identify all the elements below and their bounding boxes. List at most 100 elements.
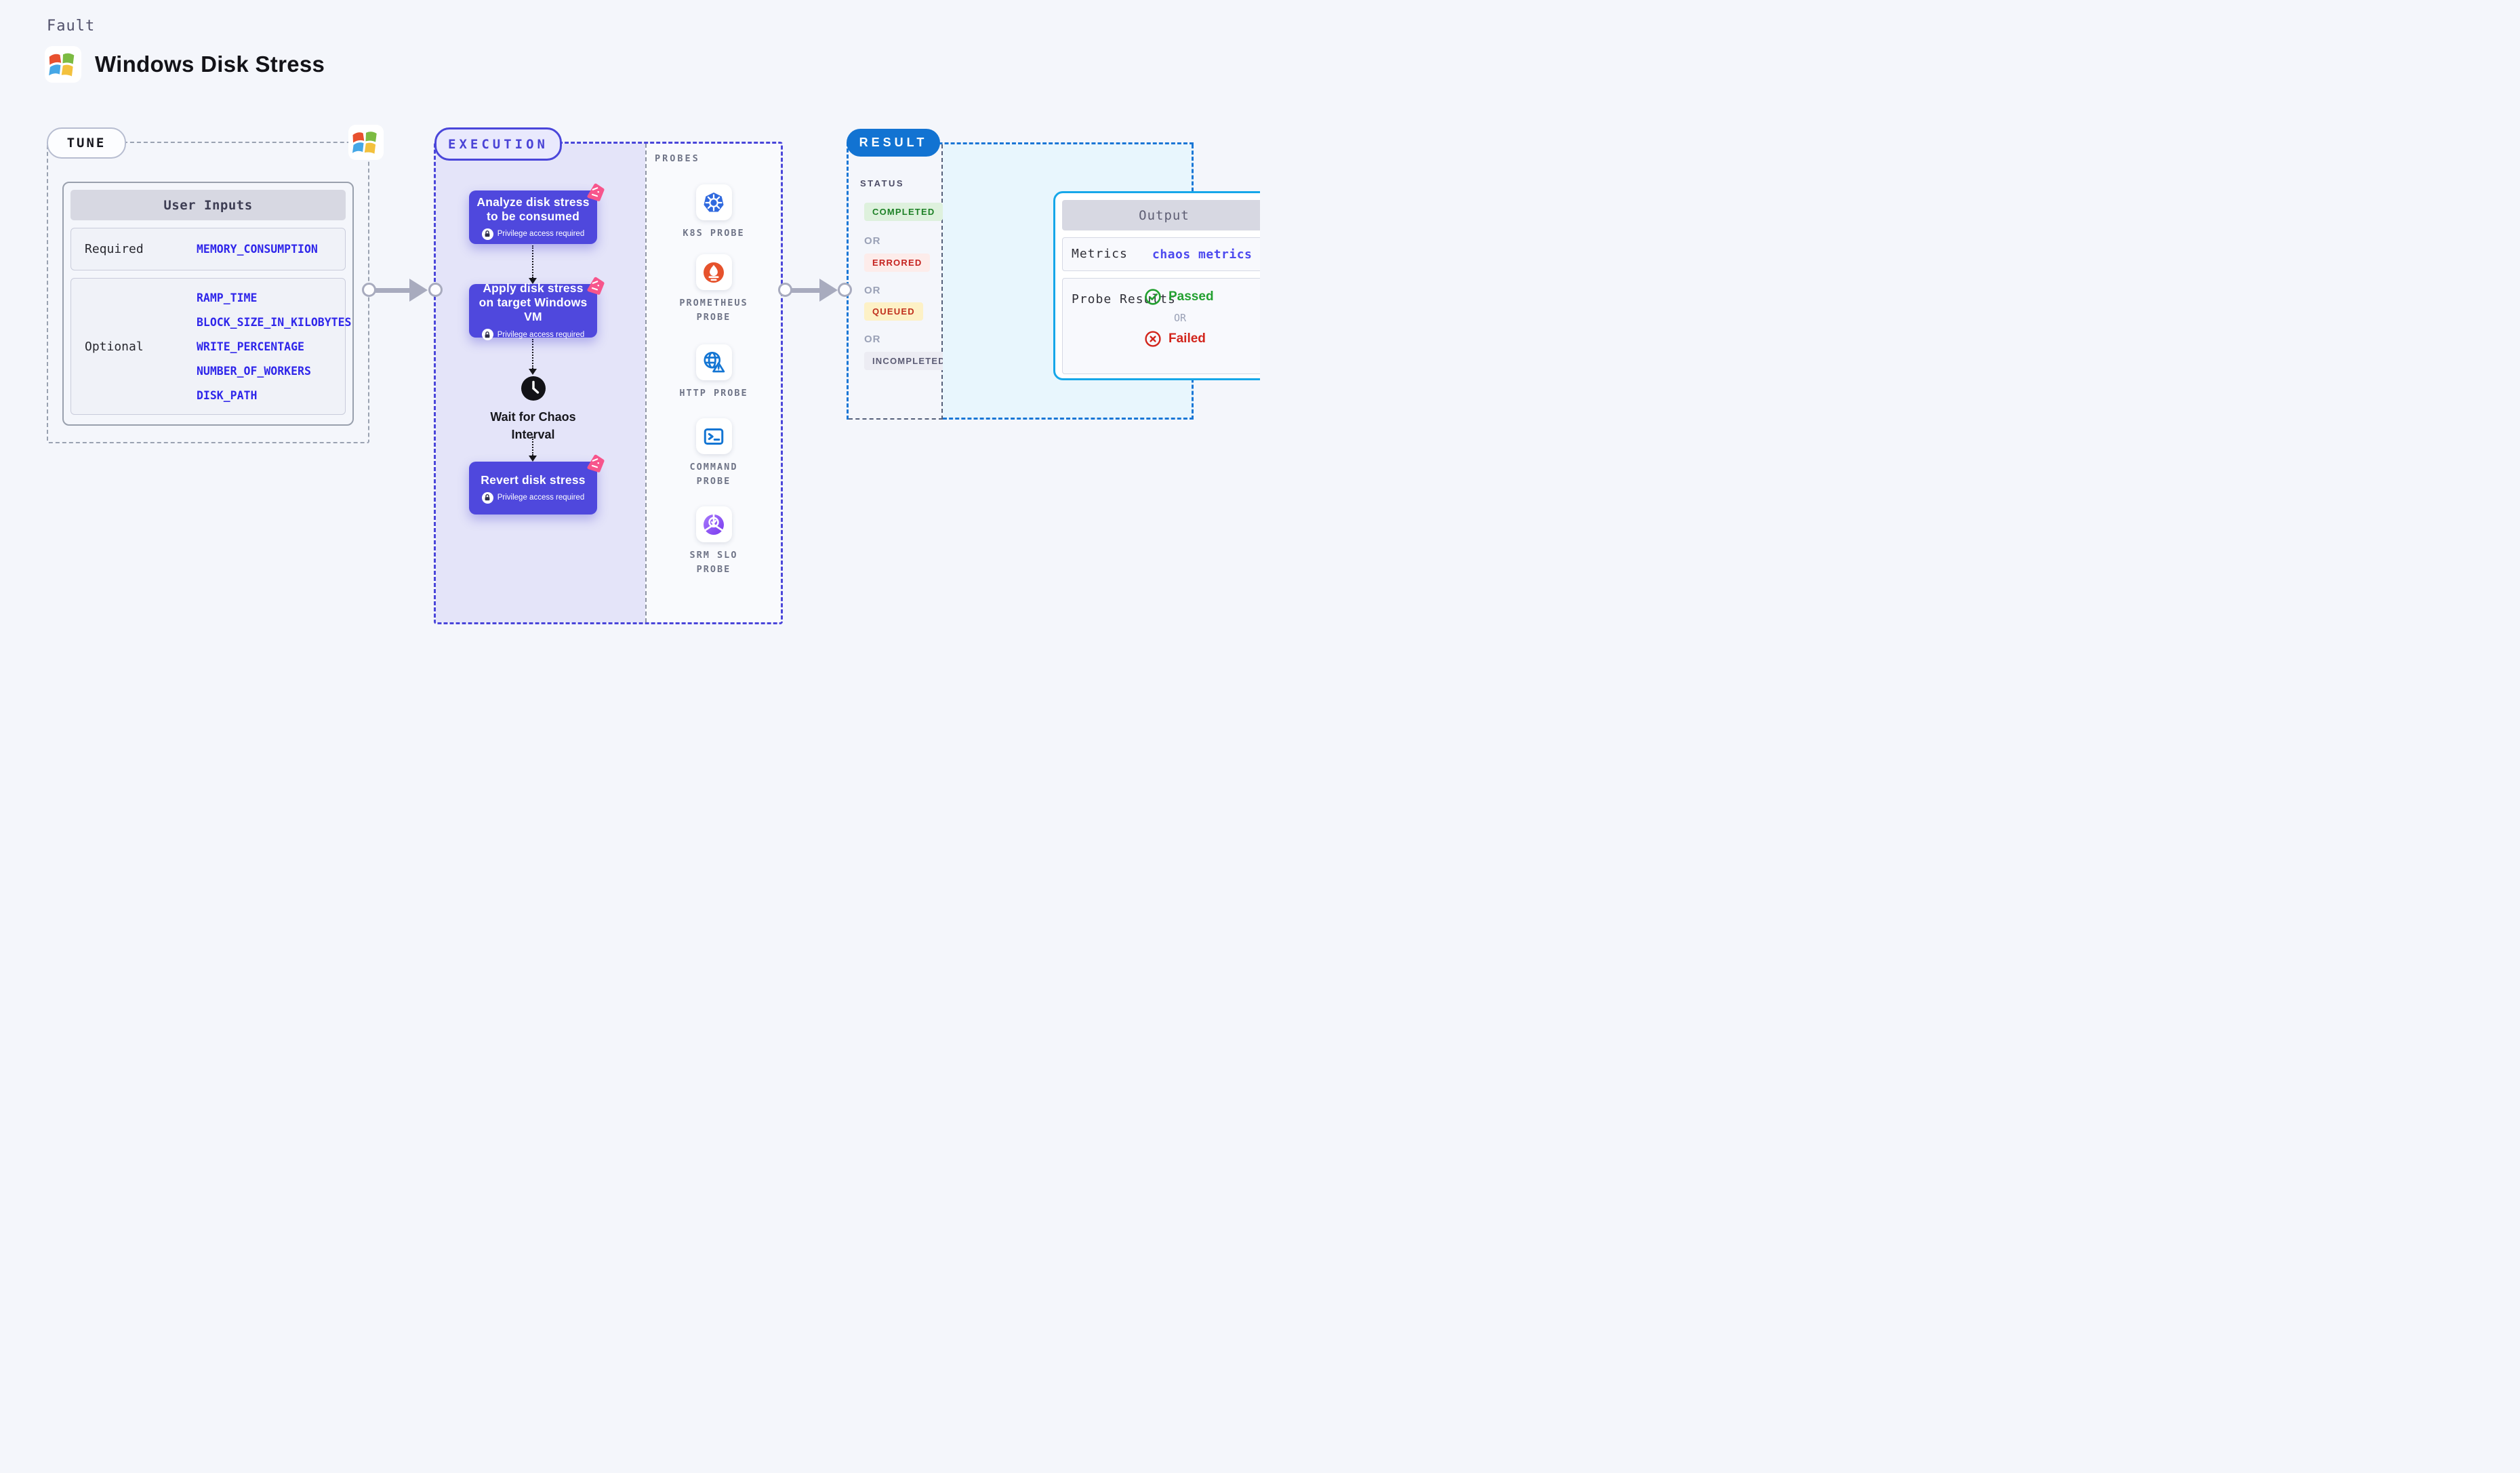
probes-label: PROBES bbox=[655, 153, 700, 164]
probe-tile bbox=[695, 184, 732, 220]
user-inputs-table: User Inputs Required MEMORY_CONSUMPTION … bbox=[62, 182, 354, 426]
chaos-icon bbox=[585, 276, 605, 296]
prometheus-icon bbox=[704, 262, 724, 283]
connector-arrowhead bbox=[409, 279, 428, 302]
privilege-note: Privilege access required bbox=[481, 228, 585, 240]
connector-start-circle bbox=[778, 283, 792, 297]
chaos-icon bbox=[585, 453, 605, 474]
probe-http: HTTP PROBE bbox=[672, 344, 756, 401]
step-title: Apply disk stress on target Windows VM bbox=[479, 281, 588, 323]
chaos-icon bbox=[585, 182, 605, 203]
failed-result: Failed bbox=[1144, 330, 1214, 348]
probe-k8s: K8S PROBE bbox=[672, 184, 756, 241]
passed-label: Passed bbox=[1168, 289, 1214, 304]
or-label: OR bbox=[1174, 312, 1187, 324]
connector-end-circle bbox=[428, 283, 443, 297]
status-badge-completed: COMPLETED bbox=[864, 203, 943, 221]
connector-line bbox=[786, 288, 824, 293]
status-badge-incompleted: INCOMPLETED bbox=[864, 352, 954, 370]
required-params-list: MEMORY_CONSUMPTION bbox=[197, 243, 318, 256]
privilege-note-text: Privilege access required bbox=[497, 230, 585, 238]
privilege-note-text: Privilege access required bbox=[497, 493, 585, 502]
step-wait-for-chaos-interval: Wait for Chaos Interval bbox=[469, 375, 597, 443]
probe-tile bbox=[695, 254, 732, 290]
param-number-of-workers: NUMBER_OF_WORKERS bbox=[197, 364, 311, 378]
step-revert-disk-stress: Revert disk stress Privilege access requ… bbox=[469, 462, 597, 514]
optional-label: Optional bbox=[85, 339, 144, 354]
probe-prometheus: PROMETHEUS PROBE bbox=[672, 254, 756, 325]
metrics-label: Metrics bbox=[1072, 247, 1128, 262]
probe-name: SRM SLO PROBE bbox=[689, 550, 738, 575]
privilege-note-text: Privilege access required bbox=[497, 330, 585, 339]
probe-results-values: Passed OR Failed bbox=[1144, 288, 1214, 348]
x-circle-icon bbox=[1145, 331, 1161, 347]
tune-badge: TUNE bbox=[47, 127, 126, 159]
probe-name: COMMAND PROBE bbox=[689, 462, 738, 487]
or-label: OR bbox=[864, 334, 881, 345]
flow-dotted-line bbox=[532, 245, 533, 278]
page-title: Windows Disk Stress bbox=[95, 52, 325, 77]
srm-slo-icon bbox=[704, 513, 724, 535]
required-label: Required bbox=[85, 242, 144, 256]
probe-name: K8S PROBE bbox=[683, 228, 745, 239]
http-globe-warning-icon bbox=[704, 351, 725, 372]
optional-params-row: Optional RAMP_TIME BLOCK_SIZE_IN_KILOBYT… bbox=[70, 278, 351, 415]
step-title: Revert disk stress bbox=[481, 472, 586, 487]
step-title: Analyze disk stress to be consumed bbox=[476, 195, 590, 223]
probe-srm-slo: SRM SLO PROBE bbox=[672, 506, 756, 577]
status-column: STATUS COMPLETED OR ERRORED OR QUEUED OR… bbox=[849, 144, 954, 420]
probe-tile bbox=[695, 506, 732, 542]
clock-icon bbox=[521, 376, 546, 401]
required-params-row: Required MEMORY_CONSUMPTION bbox=[70, 228, 346, 270]
probe-tile bbox=[695, 418, 732, 454]
probe-tile bbox=[695, 344, 732, 380]
param-ramp-time: RAMP_TIME bbox=[197, 291, 258, 304]
privilege-note: Privilege access required bbox=[481, 329, 585, 340]
metrics-row: Metrics chaos metrics bbox=[1062, 237, 1260, 271]
check-circle-icon bbox=[1145, 289, 1161, 305]
param-block-size: BLOCK_SIZE_IN_KILOBYTES bbox=[197, 315, 352, 329]
lock-icon bbox=[481, 491, 493, 504]
execution-badge: EXECUTION bbox=[434, 127, 562, 161]
step-apply-disk-stress: Apply disk stress on target Windows VM P… bbox=[469, 281, 597, 340]
param-disk-path: DISK_PATH bbox=[197, 388, 258, 402]
windows-logo-icon bbox=[45, 46, 81, 83]
or-label: OR bbox=[864, 285, 881, 296]
windows-logo-icon bbox=[348, 125, 384, 160]
user-inputs-title: User Inputs bbox=[70, 190, 346, 220]
output-card: Output Metrics chaos metrics Probe Resul… bbox=[1053, 191, 1260, 380]
wait-step-title: Wait for Chaos Interval bbox=[490, 410, 576, 442]
status-badge-errored: ERRORED bbox=[864, 254, 931, 272]
step-analyze-disk-stress: Analyze disk stress to be consumed Privi… bbox=[469, 190, 597, 244]
output-title: Output bbox=[1062, 200, 1260, 230]
param-write-percentage: WRITE_PERCENTAGE bbox=[197, 340, 304, 353]
status-badge-queued: QUEUED bbox=[864, 302, 923, 321]
probe-command: COMMAND PROBE bbox=[672, 418, 756, 489]
passed-result: Passed bbox=[1144, 288, 1214, 306]
connector-end-circle bbox=[838, 283, 852, 297]
fault-diagram-canvas: Fault Windows Disk Stress TUNE User Inpu… bbox=[0, 0, 1260, 736]
status-label: STATUS bbox=[860, 178, 905, 188]
output-panel: Output Metrics chaos metrics Probe Resul… bbox=[943, 144, 1260, 420]
connector-line bbox=[369, 288, 413, 293]
flow-dotted-line bbox=[532, 339, 533, 369]
or-label: OR bbox=[864, 235, 881, 247]
probes-zone bbox=[645, 144, 781, 622]
flow-dotted-line bbox=[532, 437, 533, 456]
kubernetes-icon bbox=[704, 192, 724, 211]
flow-arrowhead bbox=[529, 369, 537, 375]
result-badge: RESULT bbox=[847, 129, 940, 157]
page-title-row: Windows Disk Stress bbox=[45, 46, 325, 83]
chaos-metrics-link[interactable]: chaos metrics bbox=[1152, 247, 1253, 262]
optional-params-list: RAMP_TIME BLOCK_SIZE_IN_KILOBYTES WRITE_… bbox=[197, 291, 351, 402]
fault-category-label: Fault bbox=[47, 18, 96, 35]
param-memory-consumption: MEMORY_CONSUMPTION bbox=[197, 243, 318, 256]
connector-arrowhead bbox=[819, 279, 838, 302]
terminal-icon bbox=[704, 428, 724, 445]
probe-results-row: Probe Results Passed OR bbox=[1062, 278, 1260, 374]
flow-arrowhead bbox=[529, 278, 537, 284]
probe-name: HTTP PROBE bbox=[679, 388, 748, 399]
flow-arrowhead bbox=[529, 456, 537, 462]
probe-name: PROMETHEUS PROBE bbox=[679, 298, 748, 323]
privilege-note: Privilege access required bbox=[481, 491, 585, 504]
